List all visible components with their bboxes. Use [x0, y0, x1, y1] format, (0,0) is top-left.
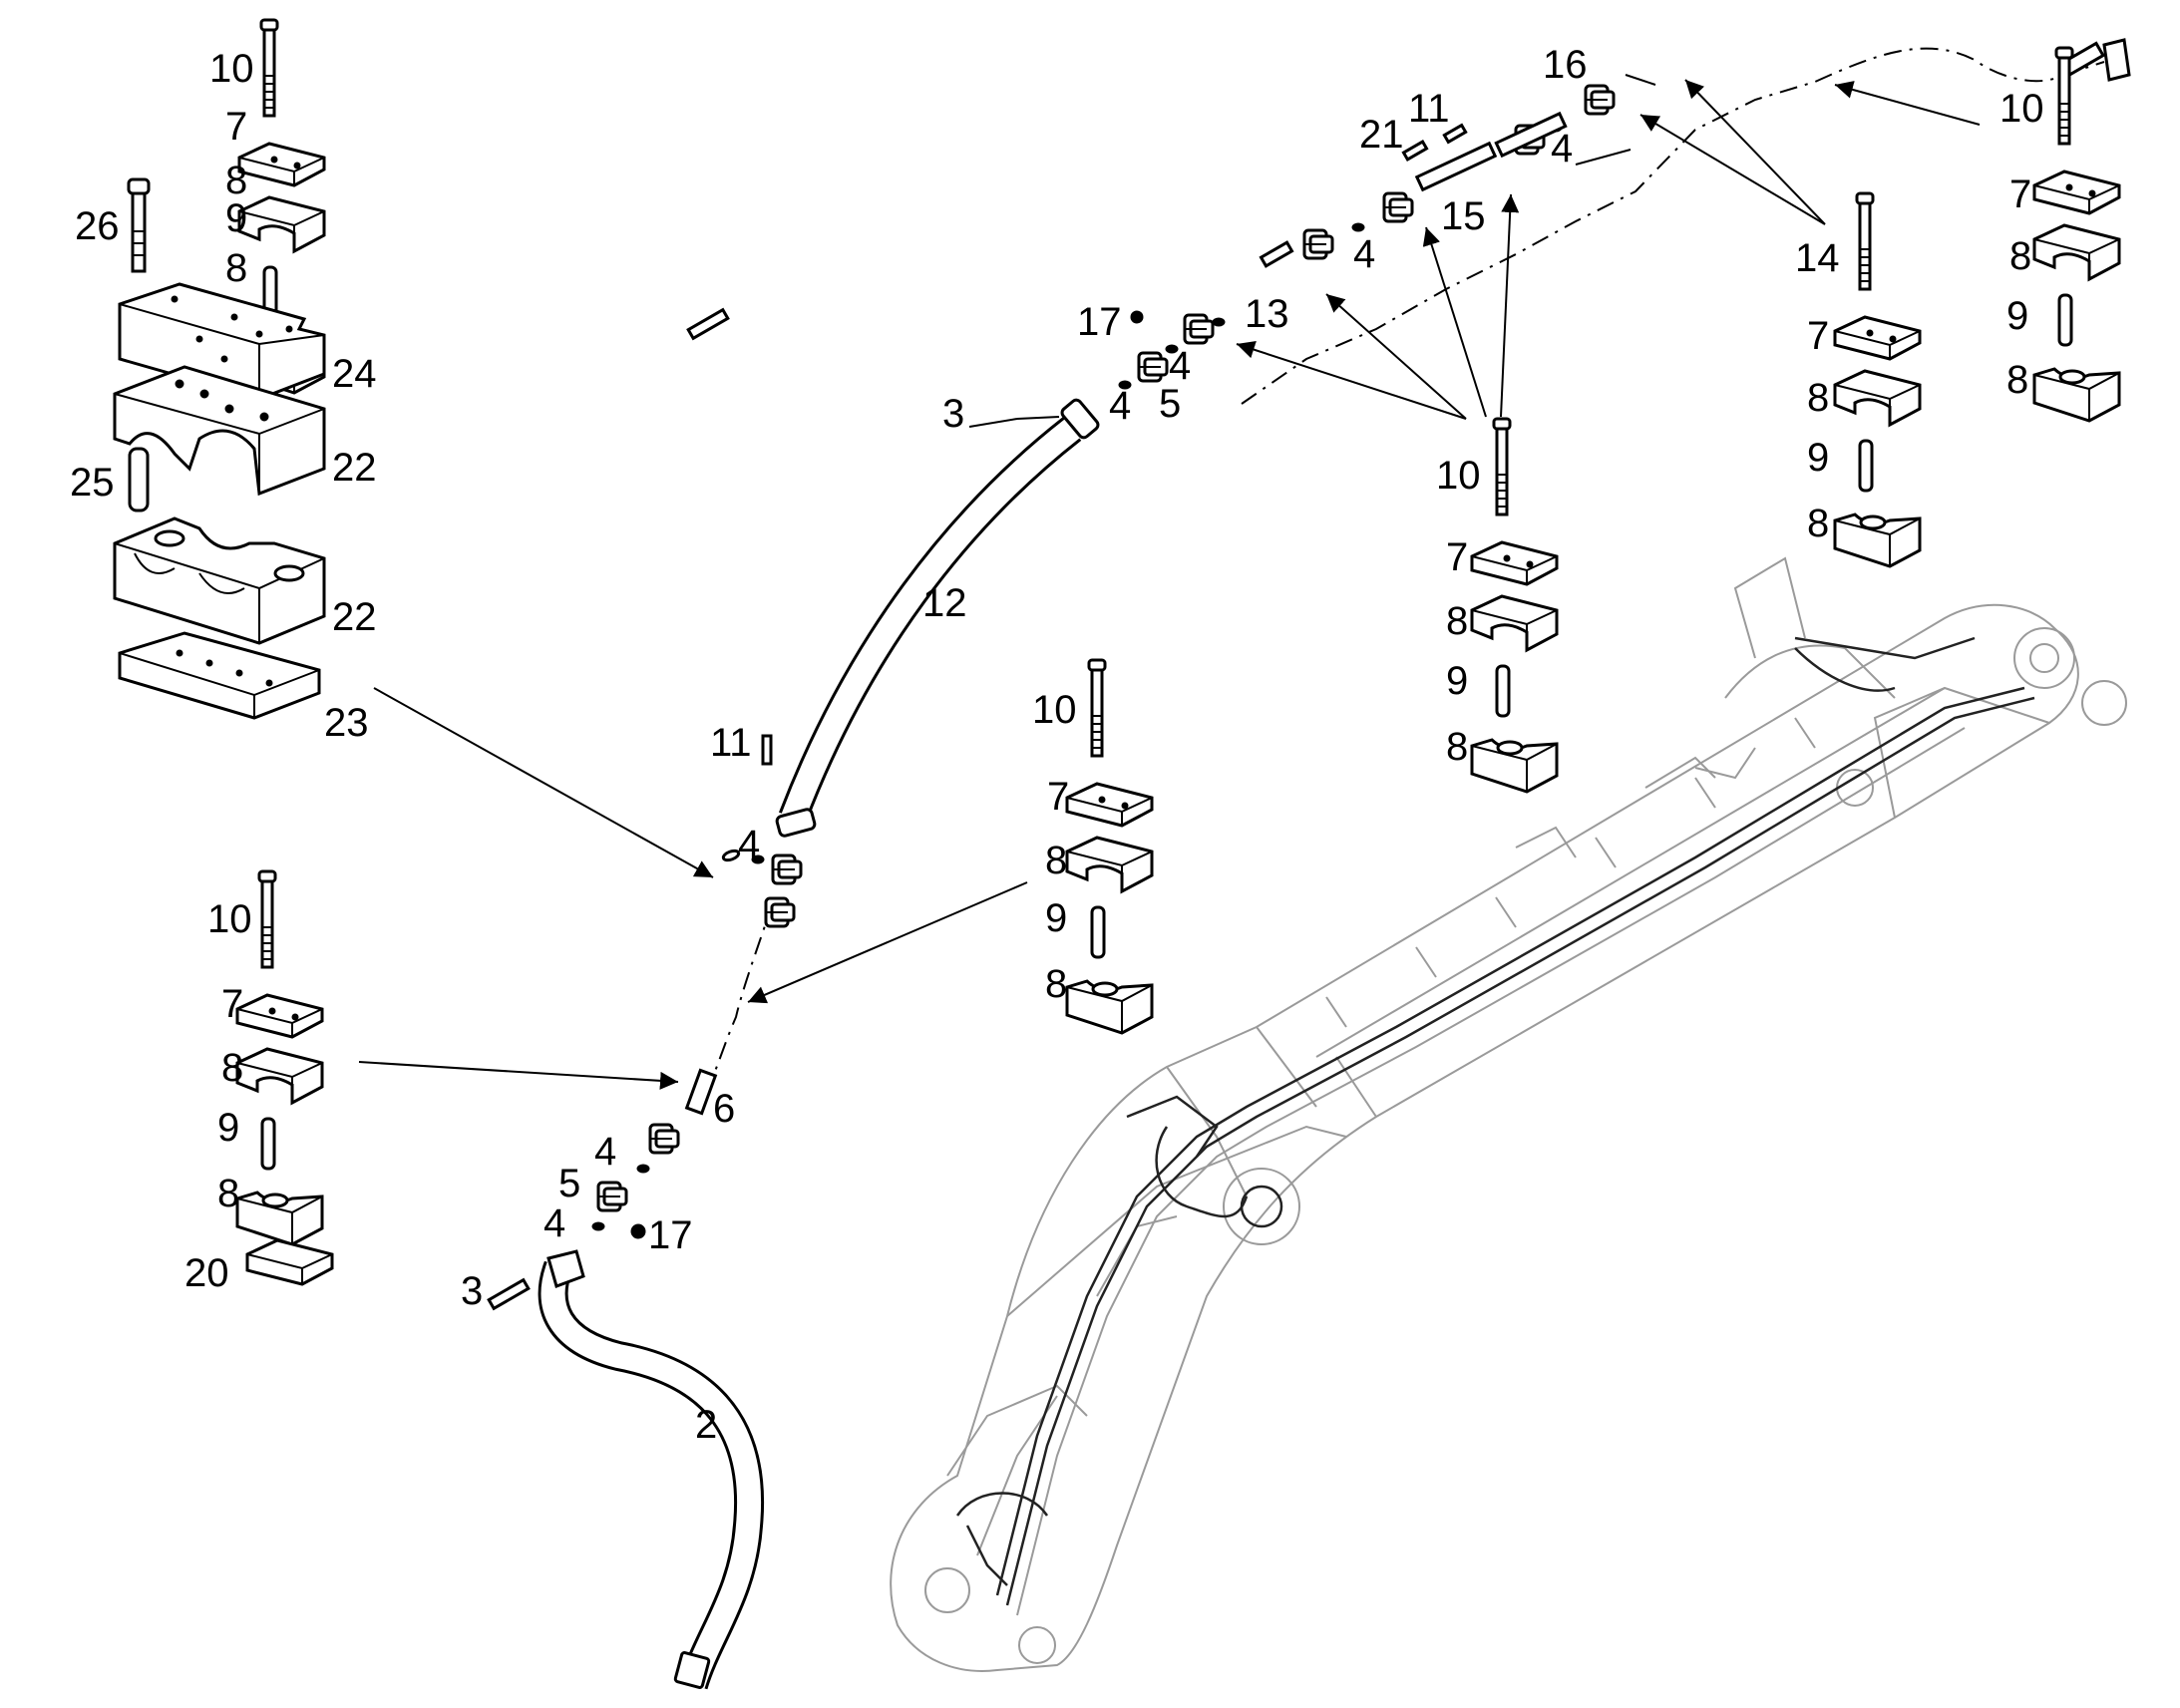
hose-2	[538, 1249, 765, 1690]
label-4: 4	[1169, 344, 1191, 388]
label-8: 8	[1807, 376, 1829, 420]
cap-17-bottom	[630, 1223, 646, 1239]
label-14: 14	[1795, 236, 1840, 280]
label-20: 20	[184, 1251, 229, 1295]
label-9: 9	[225, 196, 247, 240]
label-5: 5	[558, 1162, 580, 1205]
cap-17-top	[1130, 310, 1144, 324]
label-7: 7	[1047, 775, 1069, 819]
label-4: 4	[1109, 384, 1131, 428]
clamp-stack-right-14	[1833, 191, 1922, 568]
label-9: 9	[217, 1106, 239, 1150]
label-8: 8	[1807, 502, 1829, 545]
label-10: 10	[1032, 688, 1077, 732]
clamp-stack-far-right	[2032, 46, 2121, 423]
label-8: 8	[1045, 962, 1067, 1006]
label-8: 8	[221, 1046, 243, 1090]
clamp-stack-middle	[1470, 417, 1559, 794]
clamp-stack-center	[1065, 658, 1154, 1035]
label-4: 4	[1353, 232, 1375, 276]
hose-12	[775, 398, 1100, 838]
label-7: 7	[1446, 535, 1468, 579]
label-10: 10	[209, 47, 254, 91]
label-26: 26	[75, 204, 120, 248]
label-8: 8	[225, 159, 247, 202]
part-labels: 10 7 8 9 8 26 24 22 25 22 23 10 7 8 9 8 …	[70, 43, 2044, 1447]
hose-centerline-top	[1241, 47, 2105, 405]
label-24: 24	[332, 352, 377, 396]
label-3: 3	[942, 392, 964, 436]
label-8: 8	[2006, 358, 2028, 402]
label-8: 8	[2009, 234, 2031, 278]
pointer-lines	[358, 74, 1981, 1090]
label-25: 25	[70, 461, 115, 505]
label-4: 4	[738, 823, 760, 866]
label-8: 8	[1045, 839, 1067, 882]
plate-20	[245, 1238, 334, 1286]
fittings	[487, 38, 2131, 1311]
label-13: 13	[1245, 292, 1289, 336]
label-17: 17	[1077, 300, 1122, 344]
label-11: 11	[710, 721, 752, 765]
label-6: 6	[713, 1087, 735, 1131]
label-16: 16	[1543, 43, 1588, 87]
large-clamp-stack	[113, 177, 326, 720]
label-3: 3	[461, 1269, 483, 1313]
label-17: 17	[648, 1213, 693, 1257]
label-7: 7	[2009, 172, 2031, 216]
label-22: 22	[332, 446, 377, 490]
label-5: 5	[1159, 382, 1181, 426]
label-21: 21	[1359, 113, 1404, 157]
label-9: 9	[1045, 896, 1067, 940]
label-2: 2	[695, 1403, 717, 1447]
label-7: 7	[221, 982, 243, 1026]
label-22: 22	[332, 595, 377, 639]
label-10: 10	[1436, 454, 1481, 498]
label-11: 11	[1408, 87, 1450, 131]
label-8: 8	[1446, 599, 1468, 643]
hose-centerline-bottom	[692, 901, 774, 1108]
label-10: 10	[1999, 87, 2044, 131]
label-10: 10	[207, 897, 252, 941]
label-12: 12	[922, 581, 967, 625]
label-9: 9	[2006, 294, 2028, 338]
label-8: 8	[1446, 725, 1468, 769]
label-8: 8	[225, 246, 247, 290]
label-8: 8	[217, 1172, 239, 1215]
label-23: 23	[324, 701, 369, 745]
label-4: 4	[594, 1130, 616, 1174]
label-7: 7	[1807, 314, 1829, 358]
label-15: 15	[1441, 194, 1486, 238]
excavator-boom	[890, 556, 2127, 1672]
label-4: 4	[1551, 127, 1573, 171]
label-4: 4	[544, 1201, 565, 1245]
label-7: 7	[225, 105, 247, 149]
label-9: 9	[1807, 436, 1829, 480]
label-9: 9	[1446, 659, 1468, 703]
